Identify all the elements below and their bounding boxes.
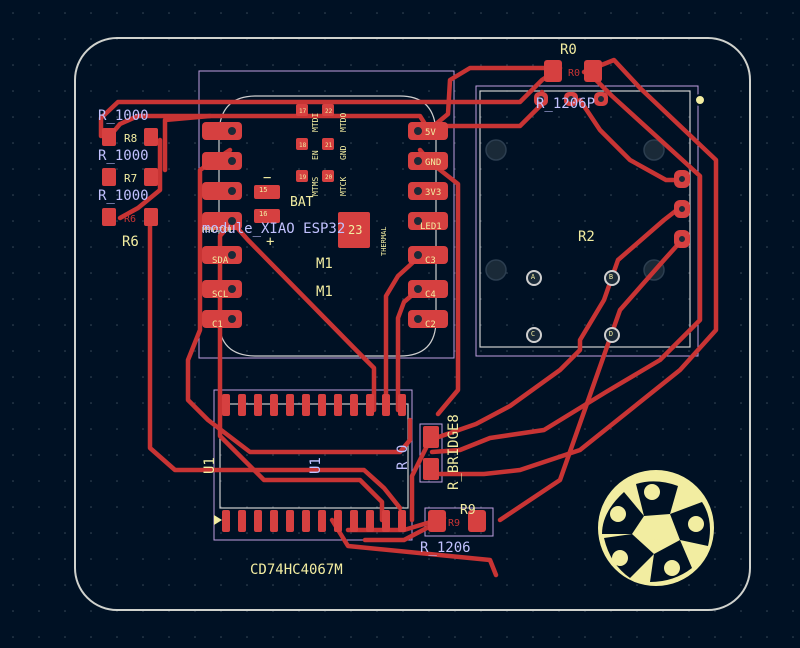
m1-ref2-label: M1: [316, 284, 333, 300]
bat-minus-label: −: [263, 170, 271, 186]
gnd-label: GND: [339, 145, 348, 160]
pin-21-label: 21: [325, 142, 333, 149]
svg-text:D: D: [609, 330, 613, 338]
m1-ref-label: M1: [316, 256, 333, 272]
pin-sda-label: SDA: [212, 256, 229, 266]
r0-ref-label: R0: [560, 42, 577, 58]
svg-text:15: 15: [259, 186, 267, 194]
svg-text:B: B: [609, 273, 613, 281]
m1-value-label: module_XIAO ESP32: [202, 221, 345, 237]
pin-c2-label: C2: [425, 320, 436, 330]
pin-18-label: 18: [299, 142, 307, 149]
r9-value-label: R_1206: [420, 540, 471, 556]
pin-5v-label: 5V: [425, 128, 436, 138]
pin-c4-label: C4: [425, 290, 436, 300]
mtdi-label: MTDI: [311, 113, 320, 132]
pad-23-label: 23: [348, 223, 362, 237]
pin-17-label: 17: [299, 108, 307, 115]
u1-ref-label: U1: [202, 457, 218, 474]
thermal-label: THERMAL: [380, 226, 388, 256]
en-label: EN: [311, 150, 320, 160]
r8-value-label: R_1000: [98, 108, 149, 124]
pin-c1-label: C1: [212, 320, 223, 330]
mtck-label: MTCK: [339, 177, 348, 196]
svg-text:R0: R0: [568, 68, 580, 79]
bat-label: BAT: [290, 195, 314, 210]
u1-pin1-marker: [214, 515, 222, 525]
r6-ref-label: R6: [122, 234, 139, 250]
pin-mswitch-label: MSWITCH: [202, 226, 232, 234]
u1-value-label: CD74HC4067M: [250, 562, 343, 578]
bat-plus-label: +: [266, 234, 274, 250]
u1-ref2-label: U1: [308, 457, 324, 474]
board-outline: [74, 37, 751, 611]
r7-value-label: R_1000: [98, 148, 149, 164]
svg-text:16: 16: [259, 210, 267, 218]
r8-ref-label: R8: [124, 132, 137, 145]
svg-text:C: C: [531, 330, 535, 338]
ro-label: R O: [395, 445, 411, 470]
svg-text:A: A: [531, 273, 536, 281]
bridge-label: R_BRIDGE8: [446, 414, 462, 490]
r9-ref-label: R9: [460, 503, 476, 518]
pin-19-label: 19: [299, 174, 307, 181]
r6-value-label: R_1000: [98, 188, 149, 204]
pin-20-label: 20: [325, 174, 333, 181]
pin-scl-label: SCL: [212, 290, 228, 300]
pin1-marker: [694, 94, 706, 106]
svg-text:R6: R6: [124, 214, 136, 225]
r2-ref-label: R2: [578, 229, 595, 245]
mtdo-label: MTDO: [339, 113, 348, 132]
pin-3v3-label: 3V3: [425, 188, 441, 198]
pin-led1-label: LED1: [420, 222, 442, 232]
svg-text:R9: R9: [448, 518, 460, 529]
pin-gnd-label: GND: [425, 158, 441, 168]
pin-22-label: 22: [325, 108, 333, 115]
r0-value-label: R_1206P: [536, 96, 595, 112]
board-logo-icon: [598, 470, 714, 586]
pad-holes: [226, 94, 687, 343]
r7-ref-label: R7: [124, 172, 137, 185]
mtms-label: MTMS: [311, 177, 320, 196]
pin-c3-label: C3: [425, 256, 436, 266]
